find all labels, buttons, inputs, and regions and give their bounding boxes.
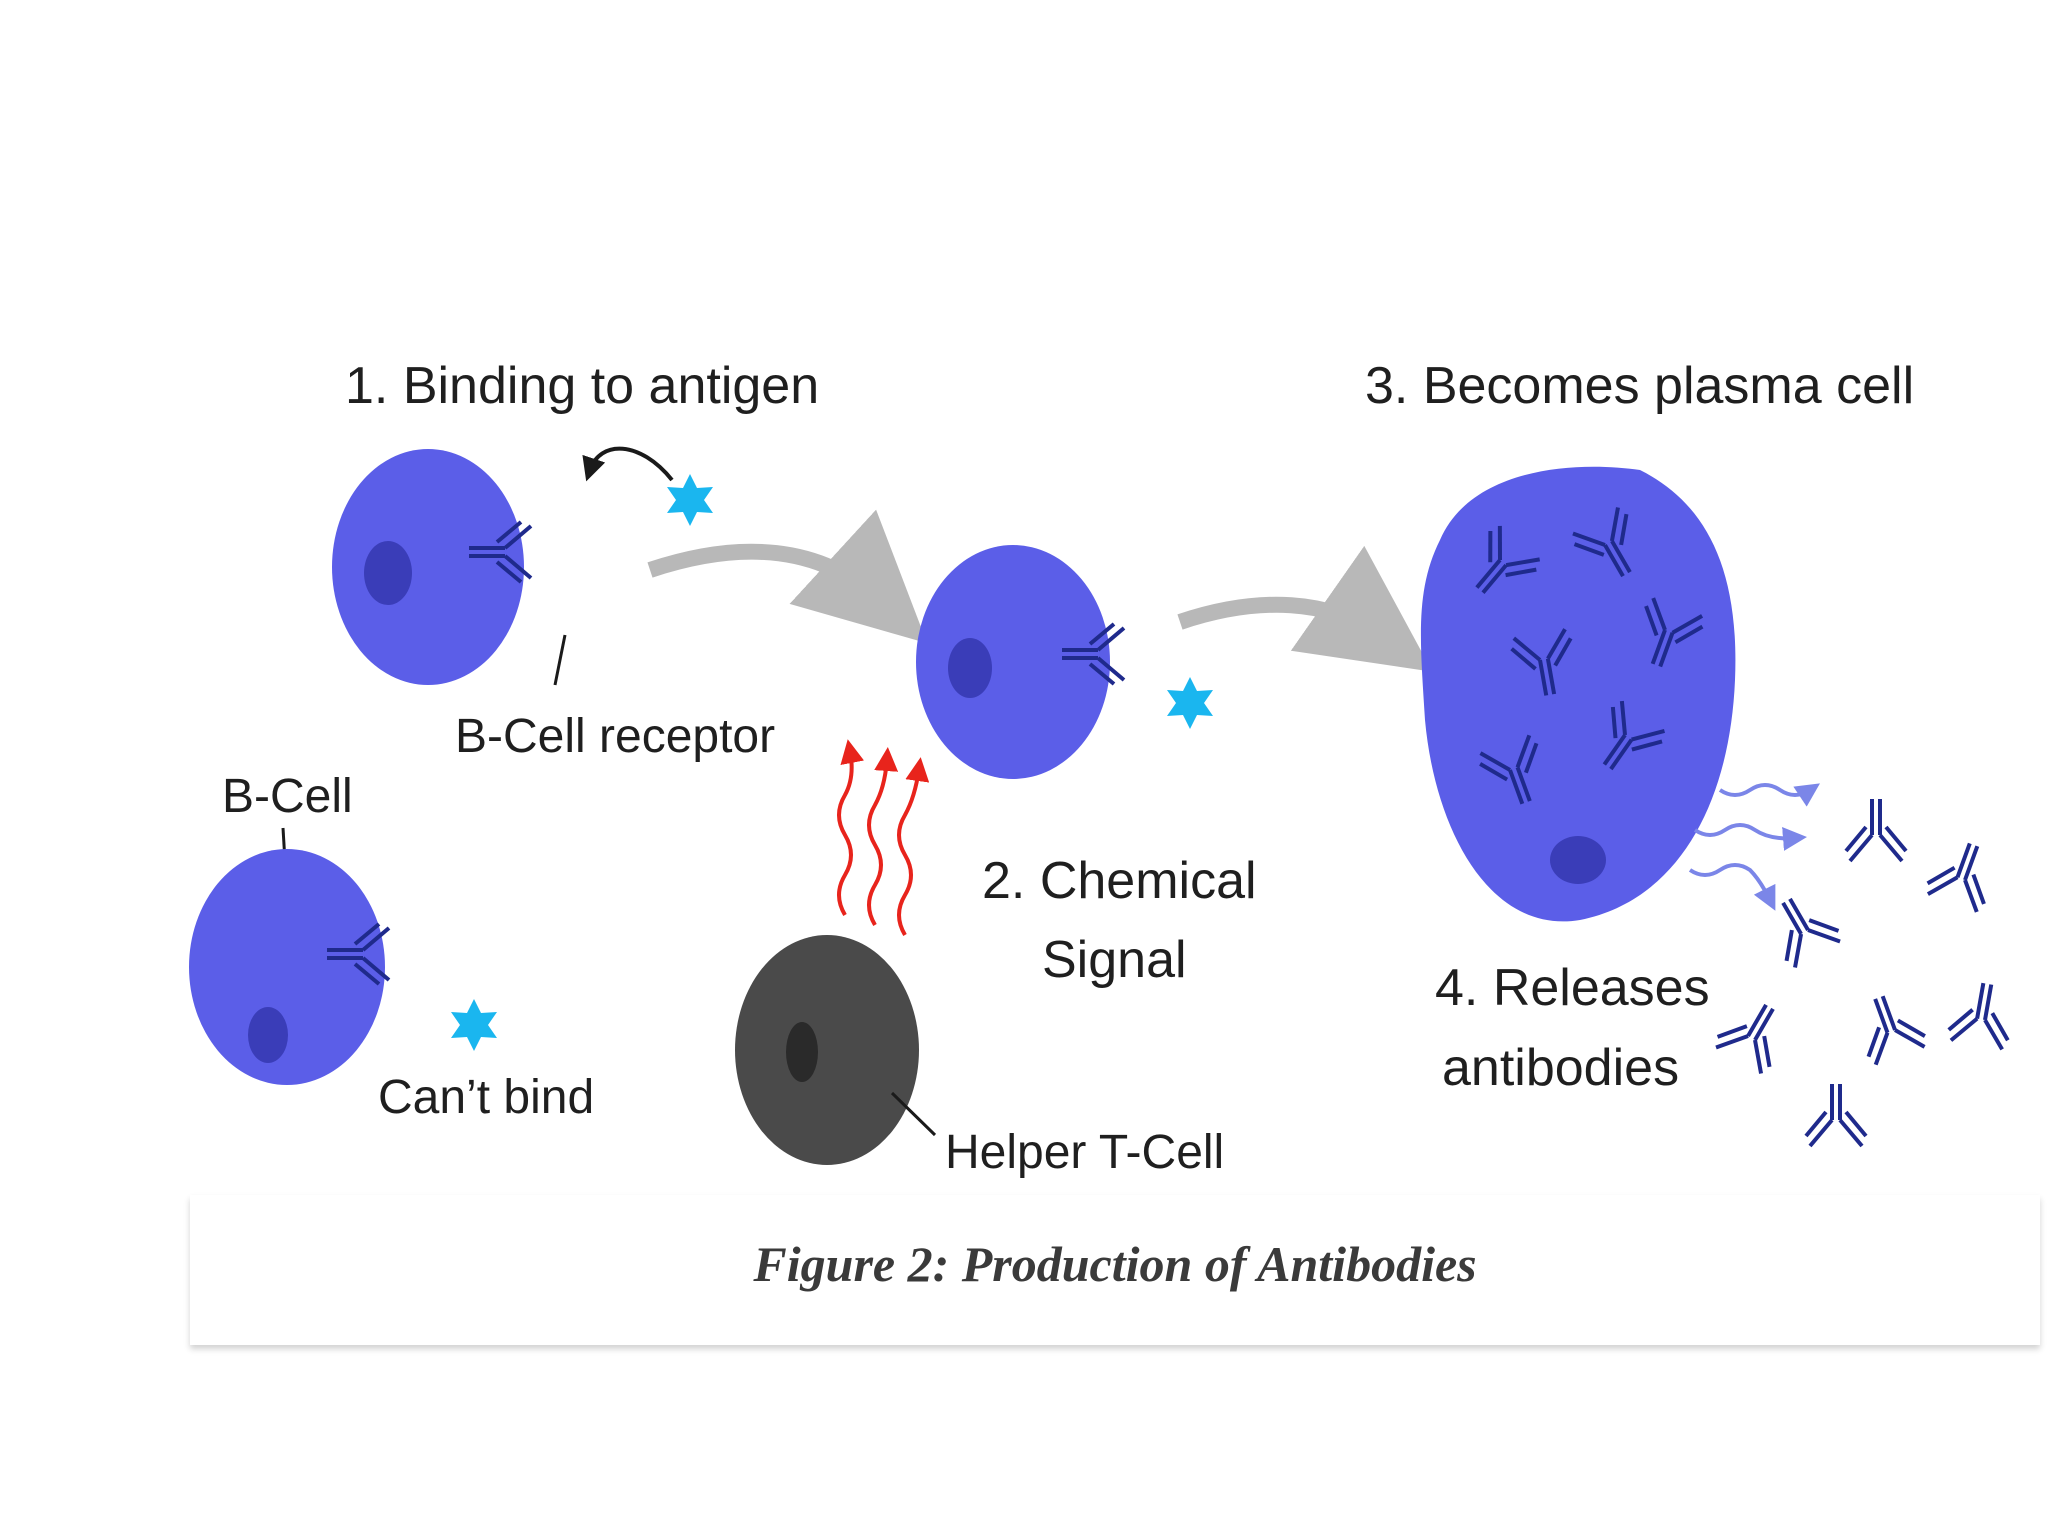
bcell-cant-bind bbox=[189, 849, 497, 1085]
tcell-body bbox=[735, 935, 919, 1165]
bcell-bottom bbox=[189, 849, 385, 1085]
bcell-bottom-nucleus bbox=[248, 1007, 288, 1063]
figure-caption: Figure 2: Production of Antibodies bbox=[753, 1236, 1477, 1292]
released-antibody-icon bbox=[1758, 883, 1846, 972]
bcell-top bbox=[332, 449, 524, 685]
released-antibodies bbox=[1710, 797, 2019, 1148]
binding-arrow bbox=[582, 446, 674, 482]
activated-bcell bbox=[916, 545, 1213, 779]
caption-box: Figure 2: Production of Antibodies bbox=[190, 1195, 2040, 1345]
signal-wave bbox=[867, 747, 899, 927]
plasma-cell-nucleus bbox=[1550, 836, 1606, 884]
antigen-star-icon bbox=[667, 474, 713, 526]
helper-tcell bbox=[735, 935, 937, 1165]
released-antibody-icon bbox=[1710, 989, 1798, 1078]
release-wave bbox=[1688, 863, 1776, 911]
step3-label: 3. Becomes plasma cell bbox=[1365, 357, 1914, 415]
flow-arrow-2 bbox=[1177, 545, 1433, 672]
released-antibody-icon bbox=[1844, 797, 1908, 863]
released-antibody-icon bbox=[1848, 985, 1931, 1069]
step2-label-line1: 2. Chemical bbox=[982, 852, 1257, 910]
release-wave bbox=[1693, 823, 1807, 851]
tcell-pointer bbox=[890, 1091, 937, 1137]
unbound-antigen-star-icon bbox=[451, 999, 497, 1051]
bcell-label: B-Cell bbox=[222, 770, 353, 823]
bcell-middle-nucleus bbox=[948, 638, 992, 698]
release-arrows bbox=[1688, 783, 1820, 911]
signal-wave bbox=[897, 757, 930, 937]
plasma-cell-body bbox=[1420, 466, 1736, 922]
bcell-top-nucleus bbox=[364, 541, 412, 605]
flow-arrow-1 bbox=[647, 509, 928, 644]
helper-tcell-label: Helper T-Cell bbox=[945, 1126, 1224, 1179]
cant-bind-label: Can’t bind bbox=[378, 1071, 594, 1124]
bcell-binding bbox=[332, 446, 713, 686]
step4-label-line2: antibodies bbox=[1442, 1039, 1679, 1097]
released-antibody-icon bbox=[1945, 976, 2019, 1053]
step4-label-line1: 4. Releases bbox=[1435, 959, 1710, 1017]
bcell-receptor-label: B-Cell receptor bbox=[455, 710, 775, 763]
signal-wave bbox=[837, 739, 865, 917]
tcell-nucleus bbox=[786, 1022, 818, 1082]
bcell-middle bbox=[916, 545, 1110, 779]
plasma-cell bbox=[1420, 466, 1736, 922]
released-antibody-icon bbox=[1922, 832, 2004, 916]
release-wave bbox=[1718, 783, 1820, 807]
bound-antigen-star-icon bbox=[1167, 677, 1213, 729]
released-antibody-icon bbox=[1804, 1082, 1868, 1148]
step2-label-line2: Signal bbox=[1042, 931, 1187, 989]
step1-label: 1. Binding to antigen bbox=[345, 357, 819, 415]
chemical-signals bbox=[837, 739, 930, 937]
receptor-pointer bbox=[553, 634, 567, 686]
